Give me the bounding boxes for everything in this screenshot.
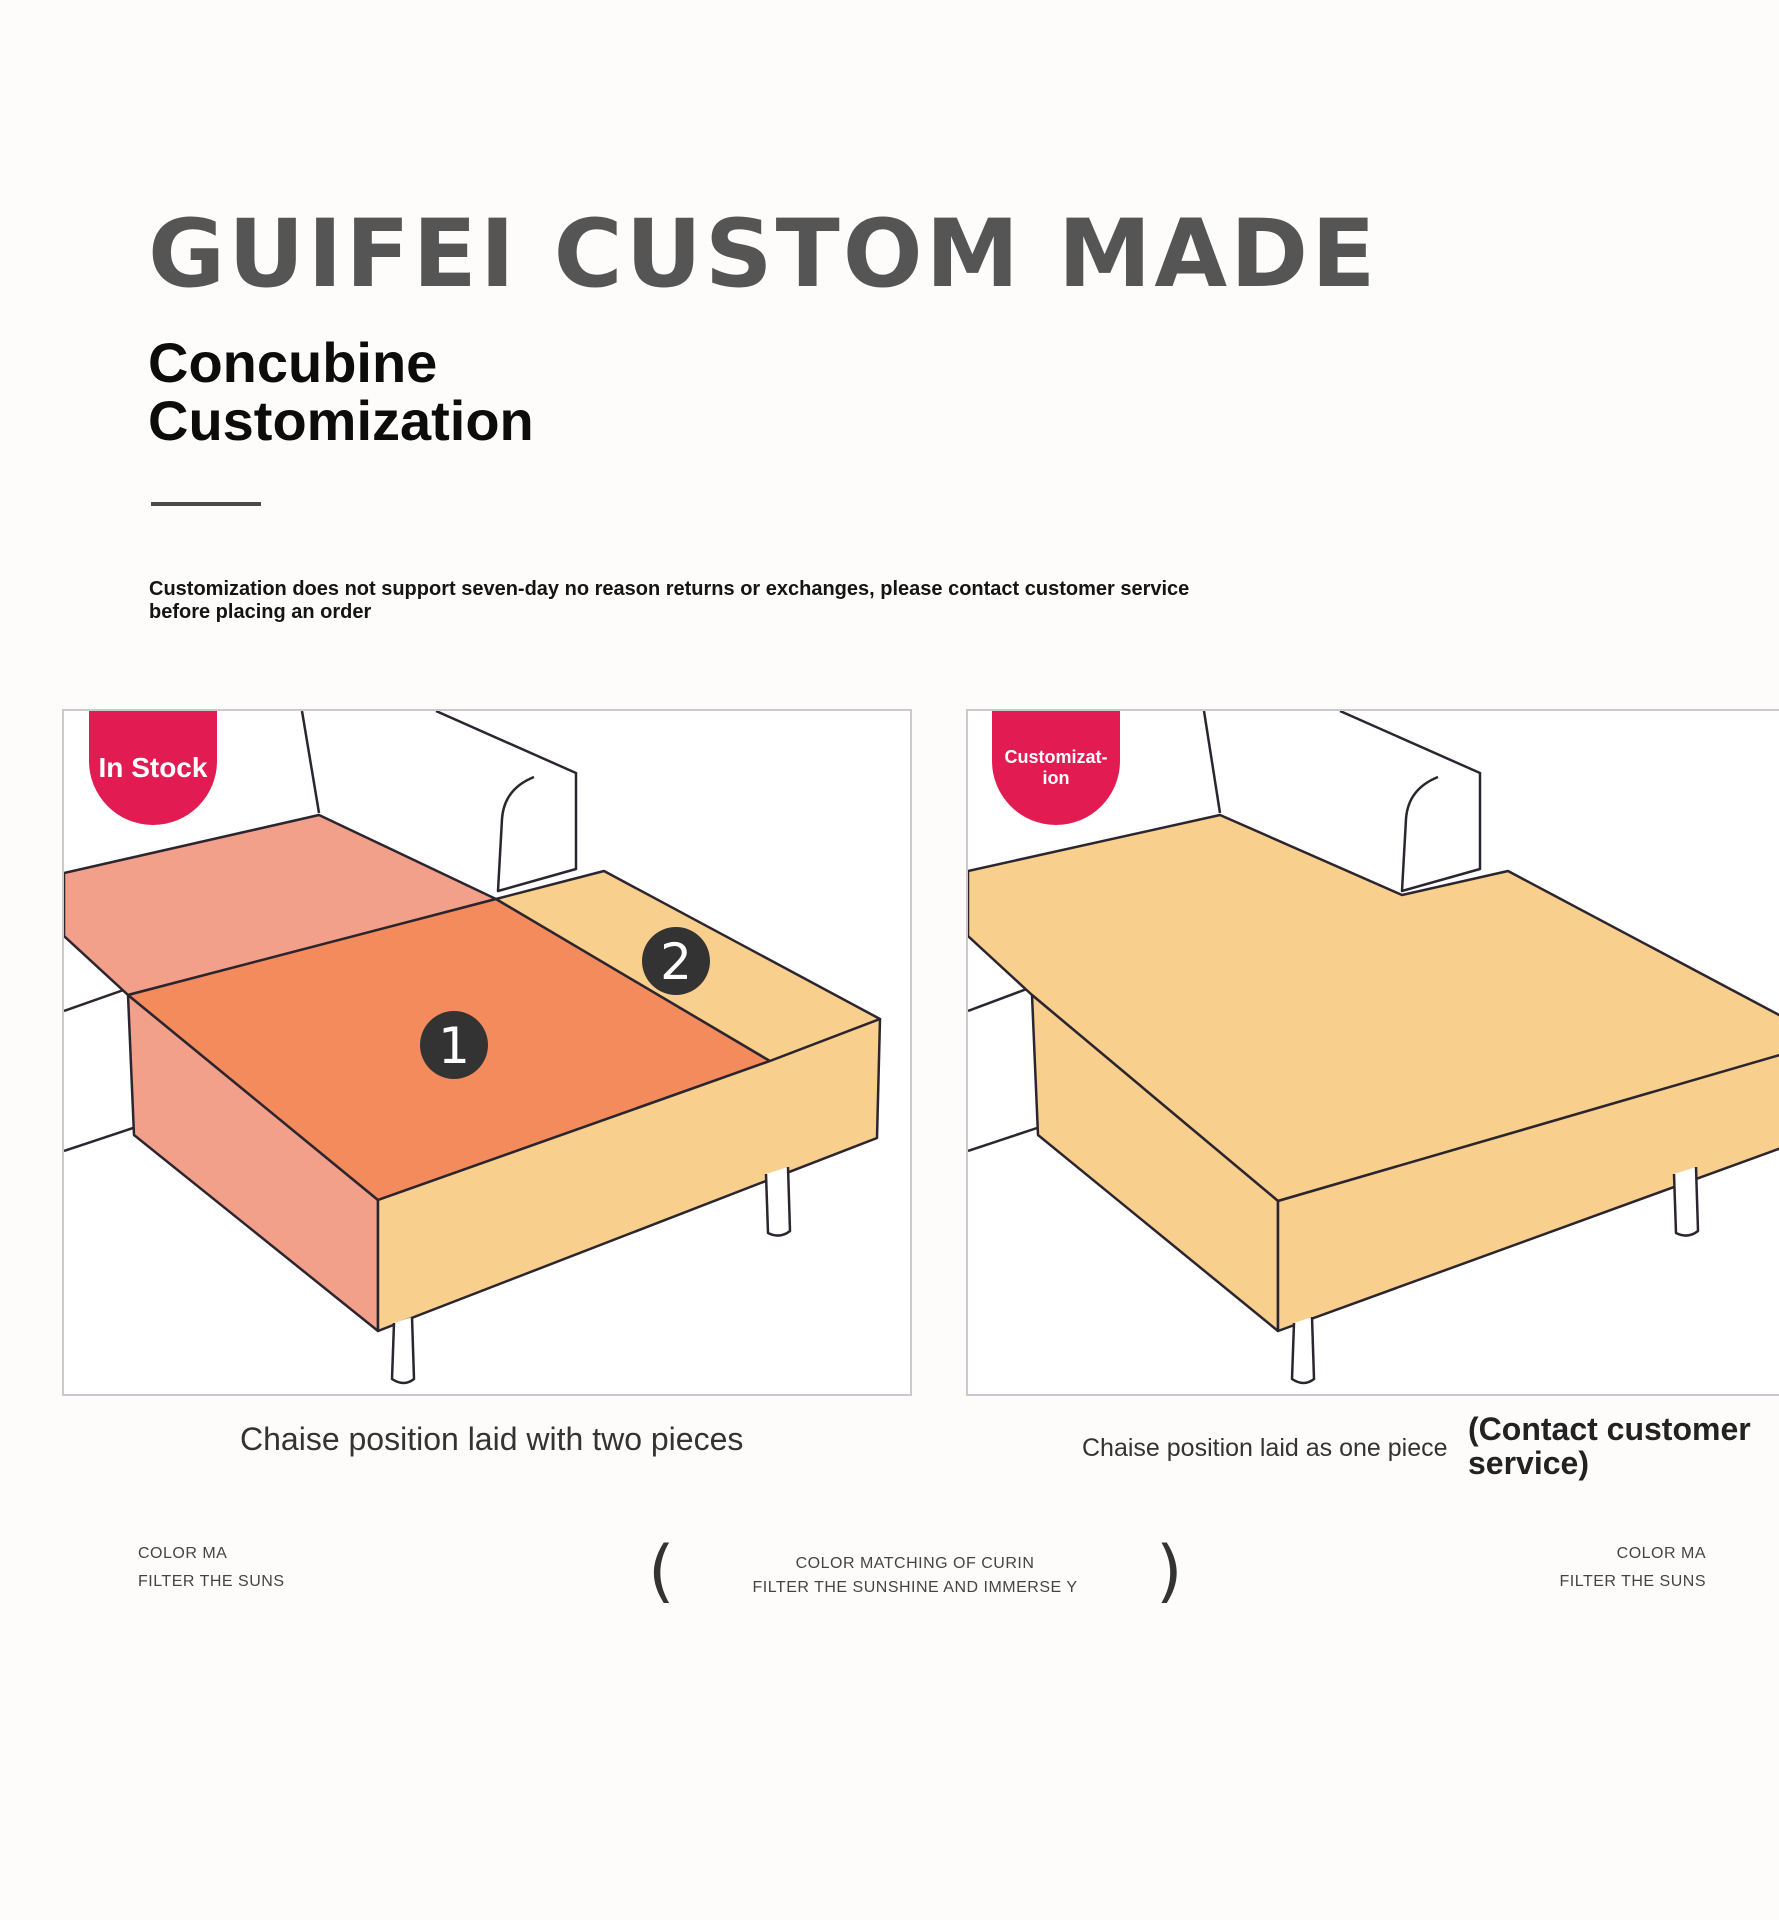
two-piece-illustration-panel: 1 2 In Stock <box>62 709 912 1396</box>
marker-one: 1 <box>420 1011 488 1079</box>
backrest-outline <box>1202 711 1222 814</box>
one-piece-top <box>968 813 1779 1203</box>
footer-left-text: COLOR MA FILTER THE SUNS <box>138 1540 284 1596</box>
subtitle-line-1: Concubine <box>148 331 438 394</box>
contact-service-note: (Contact customer service) <box>1468 1411 1751 1481</box>
one-piece-sofa-illustration <box>968 711 1779 1385</box>
footer-right-line-1: COLOR MA <box>1616 1545 1706 1562</box>
marker-two-label: 2 <box>660 933 692 991</box>
front-leg <box>390 1316 416 1385</box>
title-divider <box>151 502 261 506</box>
footer-open-paren: ( <box>648 1532 675 1611</box>
one-piece-front-face <box>1276 1053 1779 1333</box>
footer-close-paren: ) <box>1156 1532 1183 1611</box>
left-arm-outline <box>64 985 137 1153</box>
one-piece-caption: Chaise position laid as one piece <box>1082 1434 1448 1462</box>
footer-right-line-2: FILTER THE SUNS <box>1559 1573 1706 1590</box>
brand-title: GUIFEI CUSTOM MADE <box>148 200 1379 309</box>
footer-left-line-2: FILTER THE SUNS <box>138 1573 285 1590</box>
back-leg <box>764 1166 792 1237</box>
front-leg <box>1290 1316 1316 1385</box>
two-piece-caption: Chaise position laid with two pieces <box>240 1421 744 1457</box>
left-arm-outline <box>968 985 1041 1153</box>
armrest-outline <box>435 711 578 893</box>
customization-badge: Customizat-ion <box>992 711 1120 825</box>
back-leg <box>1672 1166 1700 1237</box>
footer-left-line-1: COLOR MA <box>138 1545 228 1562</box>
backrest-outline <box>300 711 321 814</box>
marker-one-label: 1 <box>438 1017 470 1075</box>
marker-two: 2 <box>642 927 710 995</box>
page-subtitle: Concubine Customization <box>148 334 534 450</box>
footer-center-line-2: FILTER THE SUNSHINE AND IMMERSE Y <box>752 1579 1078 1596</box>
two-piece-sofa-illustration: 1 2 <box>64 711 882 1385</box>
subtitle-line-2: Customization <box>148 389 534 452</box>
armrest-outline <box>1339 711 1482 893</box>
footer-center-text: COLOR MATCHING OF CURIN FILTER THE SUNSH… <box>740 1552 1090 1600</box>
in-stock-badge: In Stock <box>89 711 217 825</box>
footer-center-line-1: COLOR MATCHING OF CURIN <box>795 1555 1035 1572</box>
one-piece-illustration-panel: Customizat-ion <box>966 709 1779 1396</box>
piece-two-front <box>376 1017 882 1333</box>
footer-right-text: COLOR MA FILTER THE SUNS <box>1520 1540 1706 1596</box>
return-policy-notice: Customization does not support seven-day… <box>149 578 1190 623</box>
